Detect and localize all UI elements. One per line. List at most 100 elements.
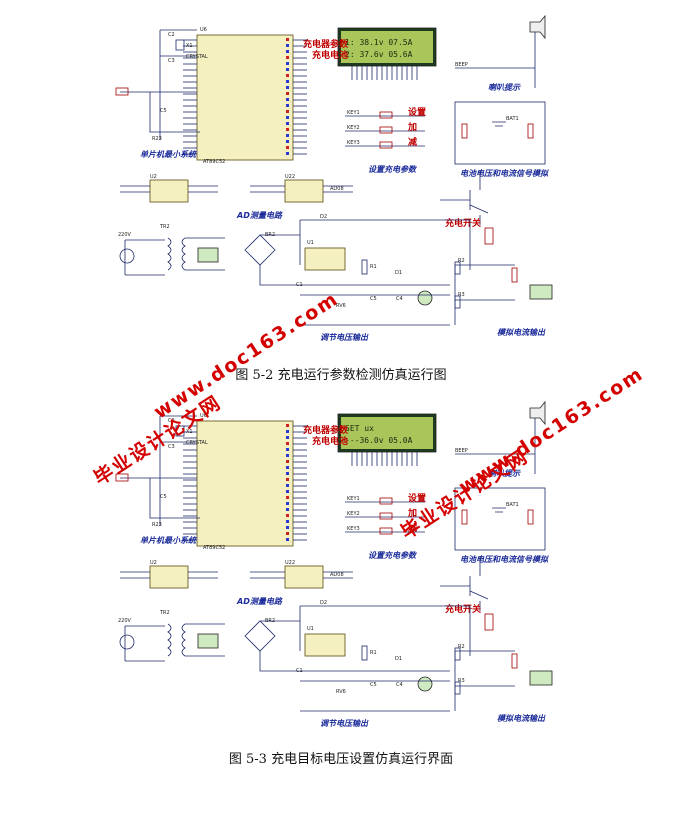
pin-state-marker xyxy=(286,514,289,517)
title-charger-params: 充电器参数 xyxy=(303,38,349,50)
key-button-2 xyxy=(379,512,393,520)
v220-label: 220V xyxy=(118,232,132,238)
crystal-x1 xyxy=(175,39,185,51)
bridge-rectifier xyxy=(244,620,276,652)
crystal-x1 xyxy=(175,425,185,437)
transformer-secondary xyxy=(185,623,225,657)
adjust-output-label: 调节电压输出 xyxy=(320,333,369,342)
resistor-r3 xyxy=(454,295,461,309)
transformer-coils xyxy=(167,623,186,657)
rv6-label: RV6 xyxy=(336,303,346,309)
set-params-label: 设置充电参数 xyxy=(368,165,418,174)
mcu-model-label: AT89C52 xyxy=(203,545,225,551)
mcu-part-label: U6 xyxy=(200,27,207,33)
battery-pot-2 xyxy=(527,123,534,139)
c5-label: C5 xyxy=(160,108,167,114)
relay-coil xyxy=(484,613,494,631)
c2-label: C2 xyxy=(168,418,175,424)
mains-wire xyxy=(124,625,165,662)
key-label-1: 设置 xyxy=(408,106,426,118)
pin-state-marker xyxy=(286,92,289,95)
key-label-3: 减 xyxy=(408,136,417,148)
c4-label: C4 xyxy=(396,296,403,302)
rv6-label: RV6 xyxy=(336,689,346,695)
pin-state-marker xyxy=(286,448,289,451)
u22-label: U22 xyxy=(285,560,295,566)
pin-state-marker xyxy=(286,442,289,445)
speaker-icon xyxy=(529,14,546,40)
lcd-line-2: 2: 37.6v 05.6A xyxy=(345,50,413,59)
pin-state-marker xyxy=(286,478,289,481)
mcu-min-system-label: 单片机最小系统 xyxy=(140,150,198,159)
pin-state-marker xyxy=(286,104,289,107)
pin-state-marker xyxy=(286,140,289,143)
r1-label: R1 xyxy=(370,650,377,656)
pin-state-marker xyxy=(286,110,289,113)
battery-pot-2 xyxy=(527,509,534,525)
adc-u22 xyxy=(284,179,324,203)
x1-label: X1 xyxy=(186,43,193,49)
tr2-label: TR2 xyxy=(159,610,170,616)
speaker-wire xyxy=(455,30,536,88)
key-button-1 xyxy=(379,111,393,119)
c3-label: C3 xyxy=(168,58,175,64)
c2-label: C2 xyxy=(168,32,175,38)
key-button-1 xyxy=(379,497,393,505)
mcu-chip xyxy=(196,420,294,547)
pin-state-marker xyxy=(286,502,289,505)
key-button-2 xyxy=(379,126,393,134)
c5-label: C5 xyxy=(160,494,167,500)
pin-state-marker xyxy=(286,520,289,523)
pin-state-marker xyxy=(286,484,289,487)
pin-state-marker xyxy=(286,460,289,463)
r1-label: R1 xyxy=(370,264,377,270)
c1-label: C1 xyxy=(296,282,303,288)
transformer-coils xyxy=(167,237,186,271)
mcu-chip xyxy=(196,34,294,161)
d1-label: D1 xyxy=(395,270,402,276)
figure-caption-2: 图 5-3 充电目标电压设置仿真运行界面 xyxy=(228,752,454,767)
current-pot xyxy=(511,653,518,669)
key-label-3: 减 xyxy=(408,522,417,534)
reset-button xyxy=(115,87,129,96)
lcd-line-1: SET ux xyxy=(345,424,374,433)
key-id-label: KEY2 xyxy=(347,125,360,131)
adc-u2 xyxy=(149,565,189,589)
ammeter xyxy=(529,670,553,686)
battery-signal-label: 电池电压和电流信号模拟 xyxy=(460,169,549,178)
adc-u2 xyxy=(149,179,189,203)
adc-channel-label: AD08 xyxy=(330,572,344,578)
ad-circuit-label: AD测量电路 xyxy=(236,211,283,220)
mcu-osc-wire xyxy=(159,29,197,140)
ac-source-icon xyxy=(119,248,135,264)
current-output-wire xyxy=(454,264,515,325)
current-pot xyxy=(511,267,518,283)
mcu-model-label: AT89C52 xyxy=(203,159,225,165)
speaker-wire xyxy=(455,416,536,474)
battery-sim-box xyxy=(454,487,546,551)
current-output-wire xyxy=(454,650,515,711)
adc-wire xyxy=(120,571,353,579)
pin-state-marker xyxy=(286,538,289,541)
c1-label: C1 xyxy=(296,668,303,674)
r23-label: R23 xyxy=(152,136,162,142)
pin-state-marker xyxy=(286,454,289,457)
charge-switch-label: 充电开关 xyxy=(445,603,481,615)
beep-label: BEEP xyxy=(455,448,468,454)
key-label-2: 加 xyxy=(407,507,417,519)
lcd-screen xyxy=(341,417,433,449)
speaker-icon xyxy=(529,400,546,426)
key-id-label: KEY3 xyxy=(347,140,360,146)
crystal-label: CRYSTAL xyxy=(186,440,208,446)
pin-state-marker xyxy=(286,86,289,89)
u22-label: U22 xyxy=(285,174,295,180)
reset-wire xyxy=(120,91,200,133)
regulator-u1 xyxy=(304,633,346,657)
resistor-r1 xyxy=(361,259,368,275)
d1-label: D1 xyxy=(395,656,402,662)
ad-circuit-label: AD测量电路 xyxy=(236,597,283,606)
mains-wire xyxy=(124,239,165,276)
